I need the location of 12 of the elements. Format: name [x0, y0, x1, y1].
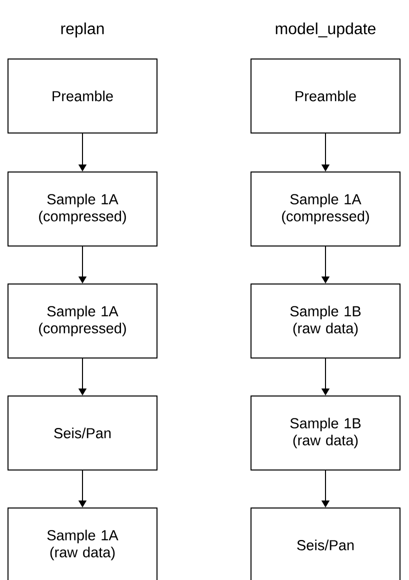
process-box: Seis/Pan [250, 508, 400, 580]
process-box: Sample 1A (compressed) [8, 284, 158, 358]
column-title: model_update [276, 22, 376, 38]
process-box: Seis/Pan [8, 396, 158, 470]
process-box: Sample 1A (compressed) [250, 172, 400, 246]
process-box: Sample 1B (raw data) [250, 396, 400, 470]
process-box: Sample 1A (compressed) [8, 172, 158, 246]
column-title: replan [61, 22, 104, 38]
process-box: Sample 1B (raw data) [250, 284, 400, 358]
process-box: Preamble [250, 58, 400, 134]
process-box: Preamble [8, 58, 158, 134]
process-box: Sample 1A (raw data) [8, 508, 158, 580]
